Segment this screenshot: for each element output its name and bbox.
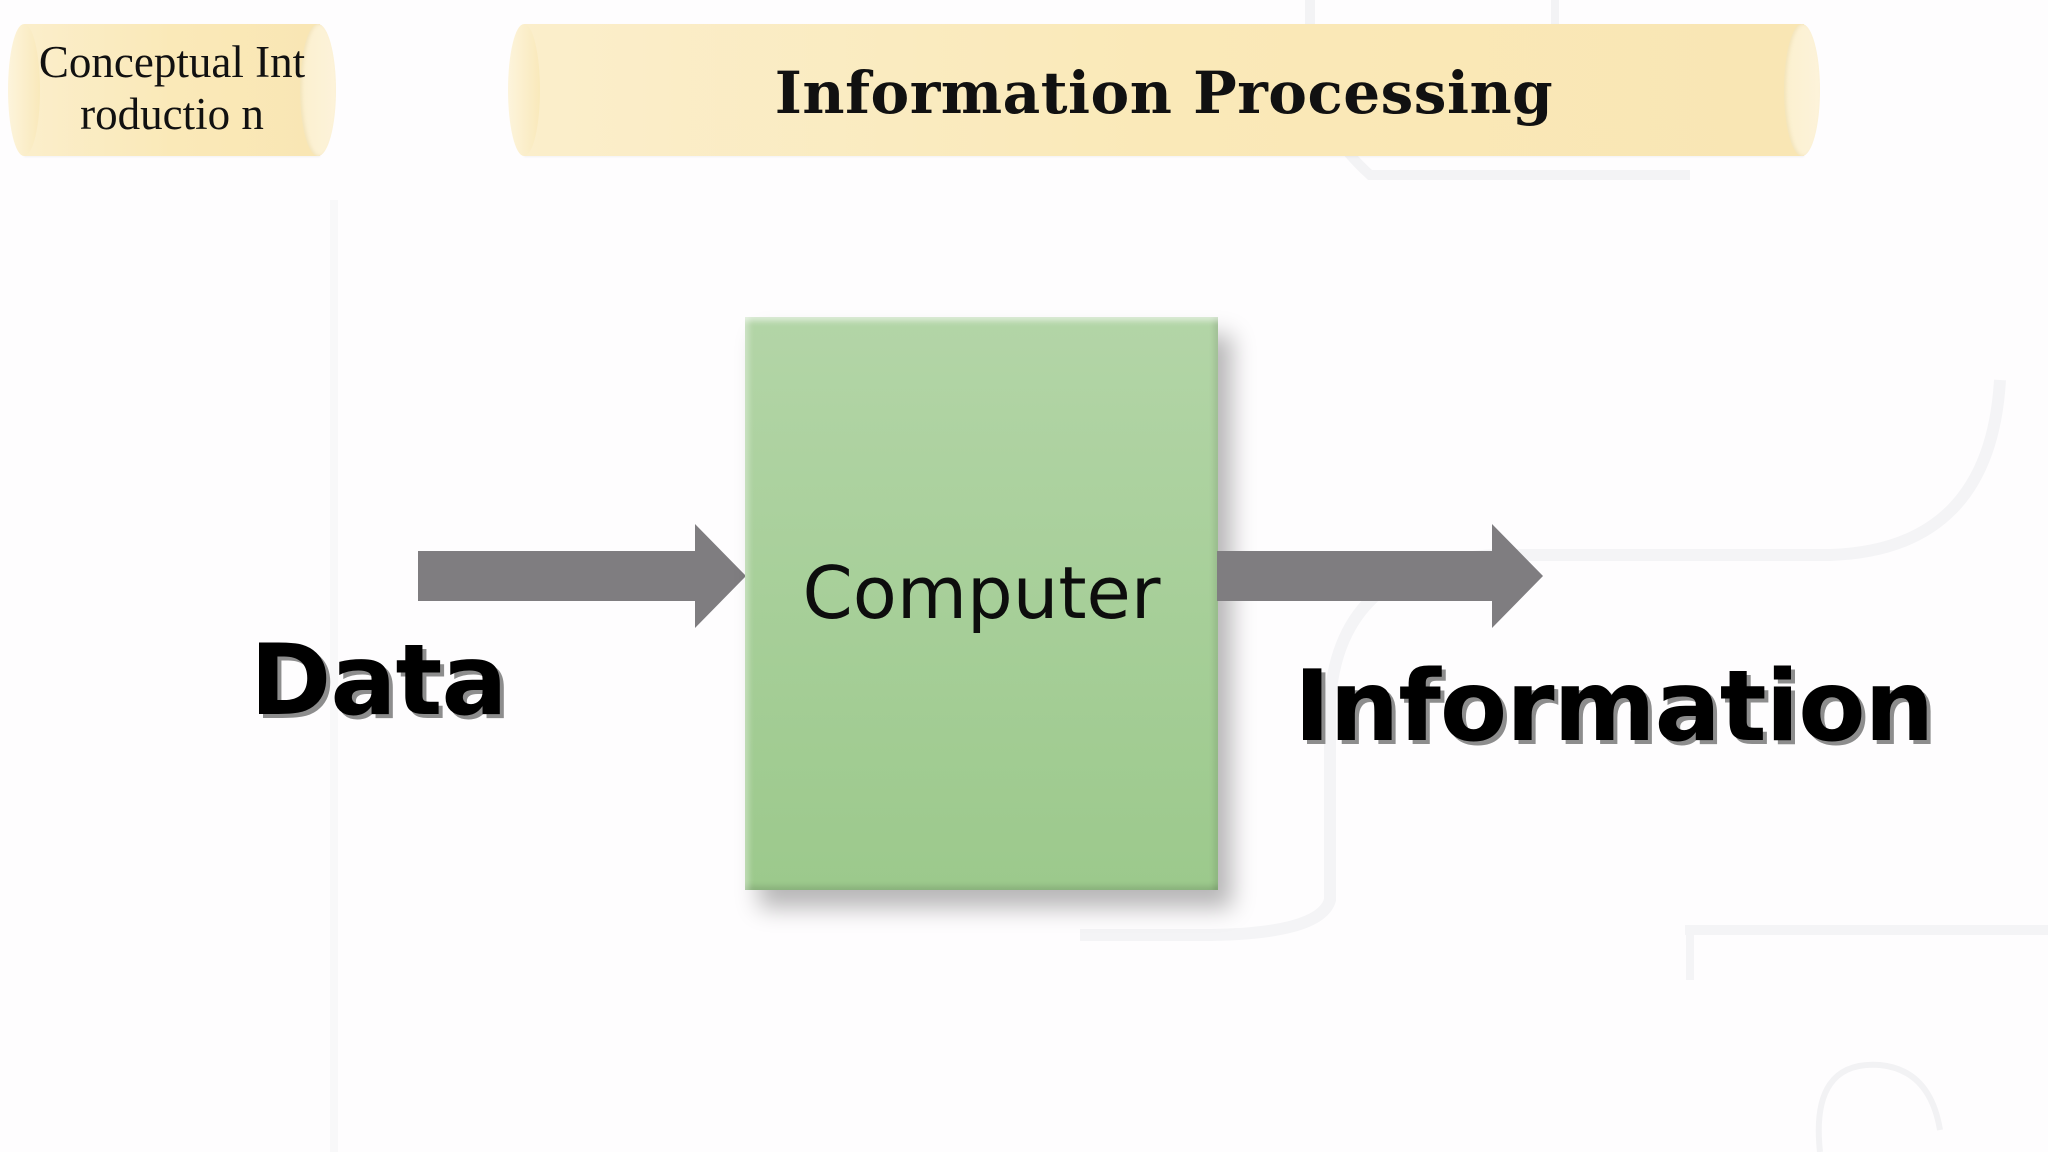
input-arrow — [418, 524, 746, 628]
title-cap-left — [508, 24, 540, 156]
section-label: Conceptual Introductio n — [38, 37, 306, 139]
title-banner: Information Processing — [508, 24, 1820, 156]
computer-label: Computer — [802, 551, 1161, 635]
computer-process-box: Computer — [745, 317, 1218, 890]
banner-cap-left — [8, 24, 40, 156]
information-label: Information — [1294, 650, 1934, 764]
section-banner: Conceptual Introductio n — [8, 24, 336, 156]
slide-title: Information Processing — [774, 59, 1554, 127]
data-label: Data — [250, 624, 507, 738]
title-cap-right — [1784, 24, 1820, 156]
output-arrow — [1217, 524, 1543, 628]
banner-cap-right — [300, 24, 336, 156]
